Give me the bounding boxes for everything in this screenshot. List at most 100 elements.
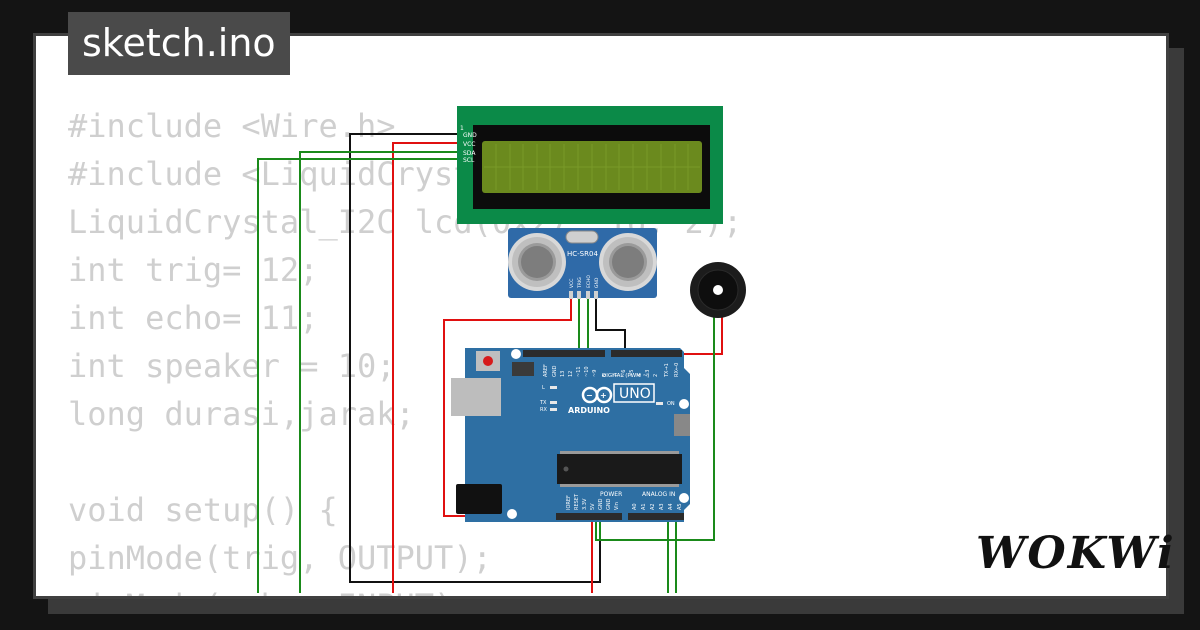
power-pin-label: Vin <box>614 502 620 510</box>
analog-pin-label: A4 <box>668 503 674 510</box>
code-line: void setup() { <box>68 491 338 529</box>
sensor-transducer-left <box>508 233 566 291</box>
led-label: L <box>542 385 545 391</box>
reset-button[interactable] <box>483 356 493 366</box>
digital-pin-label: RX←0 <box>674 363 680 377</box>
digital-pin-labels: AREF GND 13 12 ~11 ~10 ~9 8 7 ~6 ~5 4 ~3… <box>543 363 680 378</box>
wokwi-logo[interactable]: WOKWi <box>976 528 1176 579</box>
digital-pin-label: 2 <box>653 374 659 377</box>
sensor-transducer-right <box>599 233 657 291</box>
sensor-model-label: HC-SR04 <box>567 250 598 258</box>
board-model-label: UNO <box>619 386 651 402</box>
power-pin-label: RESET <box>574 493 580 510</box>
power-pin-label: GND <box>606 498 612 510</box>
lcd-pin-label: SCL <box>463 157 475 164</box>
sensor-pin-label: TRIG <box>577 277 583 289</box>
svg-text:+: + <box>600 391 607 400</box>
wire-lcd-vcc <box>392 142 460 593</box>
code-line: long durasi,jarak; <box>68 395 415 433</box>
lcd-pin-label: GND <box>463 132 477 139</box>
digital-pin-label: 7 <box>613 374 619 377</box>
digital-header <box>523 350 682 357</box>
svg-text:−: − <box>586 391 593 400</box>
buzzer-hole <box>713 285 723 295</box>
analog-header <box>628 513 684 520</box>
digital-pin-label: GND <box>552 365 558 377</box>
mount-hole <box>679 493 689 503</box>
power-pin-label: GND <box>598 498 604 510</box>
digital-pin-label: ~11 <box>576 366 582 377</box>
analog-pin-label: A3 <box>659 503 665 510</box>
mount-hole <box>679 399 689 409</box>
digital-pin-label: 13 <box>560 371 566 377</box>
power-jack <box>456 484 502 514</box>
digital-pin-label: 4 <box>637 374 643 377</box>
digital-pin-label: ~3 <box>645 370 651 377</box>
analog-pin-label: A0 <box>632 503 638 510</box>
uno-label-box <box>613 383 655 403</box>
led-labels: L TX RX ON <box>539 385 675 413</box>
power-header <box>556 513 622 520</box>
power-pin-label: IOREF <box>566 495 572 510</box>
lcd-char-grid <box>484 144 700 190</box>
atmega-chip <box>557 451 682 487</box>
code-line: int speaker = 10; <box>68 347 396 385</box>
wires <box>257 133 723 593</box>
code-line: int echo= 11; <box>68 299 319 337</box>
ultrasonic-sensor[interactable]: HC-SR04 VCC TRIG ECHO GND <box>508 228 657 299</box>
mount-hole <box>511 349 521 359</box>
onboard-leds <box>550 386 663 411</box>
digital-pin-label: ~9 <box>592 370 598 377</box>
wire-lcd-gnd <box>349 133 601 583</box>
led-label: TX <box>539 400 547 406</box>
digital-pin-label: AREF <box>543 364 549 377</box>
power-pin-labels: IOREF RESET 3.3V 5V GND GND Vin <box>566 493 620 510</box>
buzzer[interactable] <box>690 262 746 318</box>
digital-pin-label: ~5 <box>629 370 635 377</box>
lcd-pin-labels: 1 GND VCC SDA SCL <box>460 125 477 164</box>
sensor-pin-labels: VCC TRIG ECHO GND <box>569 275 600 289</box>
wire-lcd-sda <box>299 151 460 593</box>
wire-lcd-scl <box>257 158 460 593</box>
wire-sensor-vcc <box>443 296 572 517</box>
analog-pin-label: A2 <box>650 503 656 510</box>
board-brand-label: ARDUINO <box>568 406 610 415</box>
digital-pin-label: TX→1 <box>664 363 670 378</box>
analog-pin-labels: A0 A1 A2 A3 A4 A5 <box>632 503 683 510</box>
code-line: pinMode(echo, INPUT); <box>68 582 742 596</box>
digital-pin-label: ~10 <box>584 366 590 377</box>
analog-header-label: ANALOG IN <box>642 491 675 498</box>
lcd-pin-label: SDA <box>463 150 476 157</box>
analog-pin-label: A1 <box>641 503 647 510</box>
led-label: RX <box>540 407 547 413</box>
lcd-pin-label: VCC <box>463 141 475 148</box>
power-pin-label: 5V <box>590 503 596 510</box>
code-line: int trig= 12; <box>68 251 319 289</box>
wire-buzzer-neg <box>595 316 715 541</box>
analog-pin-label: A5 <box>677 503 683 510</box>
lcd-pin-label: 1 <box>460 125 464 132</box>
lcd-display[interactable]: 1 GND VCC SDA SCL <box>457 106 723 224</box>
sensor-pin-label: GND <box>594 277 600 288</box>
icsp-header-top <box>512 362 534 376</box>
sensor-pin-label: ECHO <box>586 275 592 288</box>
icsp-header-right <box>674 414 690 436</box>
sensor-pin-label: VCC <box>569 279 575 288</box>
digital-pin-label: ~6 <box>621 370 627 377</box>
mount-hole <box>507 509 517 519</box>
arduino-logo: − + <box>581 386 613 404</box>
wire-sensor-gnd <box>595 296 626 356</box>
filename-tab[interactable]: sketch.ino <box>68 12 290 75</box>
digital-pin-label: 8 <box>602 374 608 377</box>
digital-pin-label: 12 <box>568 371 574 377</box>
led-label: ON <box>667 401 675 407</box>
arduino-uno-board[interactable]: AREF GND 13 12 ~11 ~10 ~9 8 7 ~6 ~5 4 ~3… <box>451 348 690 522</box>
digital-header-label: DIGITAL (PWM ~) <box>602 373 649 379</box>
code-line: pinMode(trig, OUTPUT); <box>68 539 492 577</box>
usb-port <box>451 378 501 416</box>
code-line: #include <Wire.h> <box>68 107 396 145</box>
power-header-label: POWER <box>600 491 622 498</box>
sensor-pins <box>569 291 598 299</box>
power-pin-label: 3.3V <box>582 498 588 510</box>
